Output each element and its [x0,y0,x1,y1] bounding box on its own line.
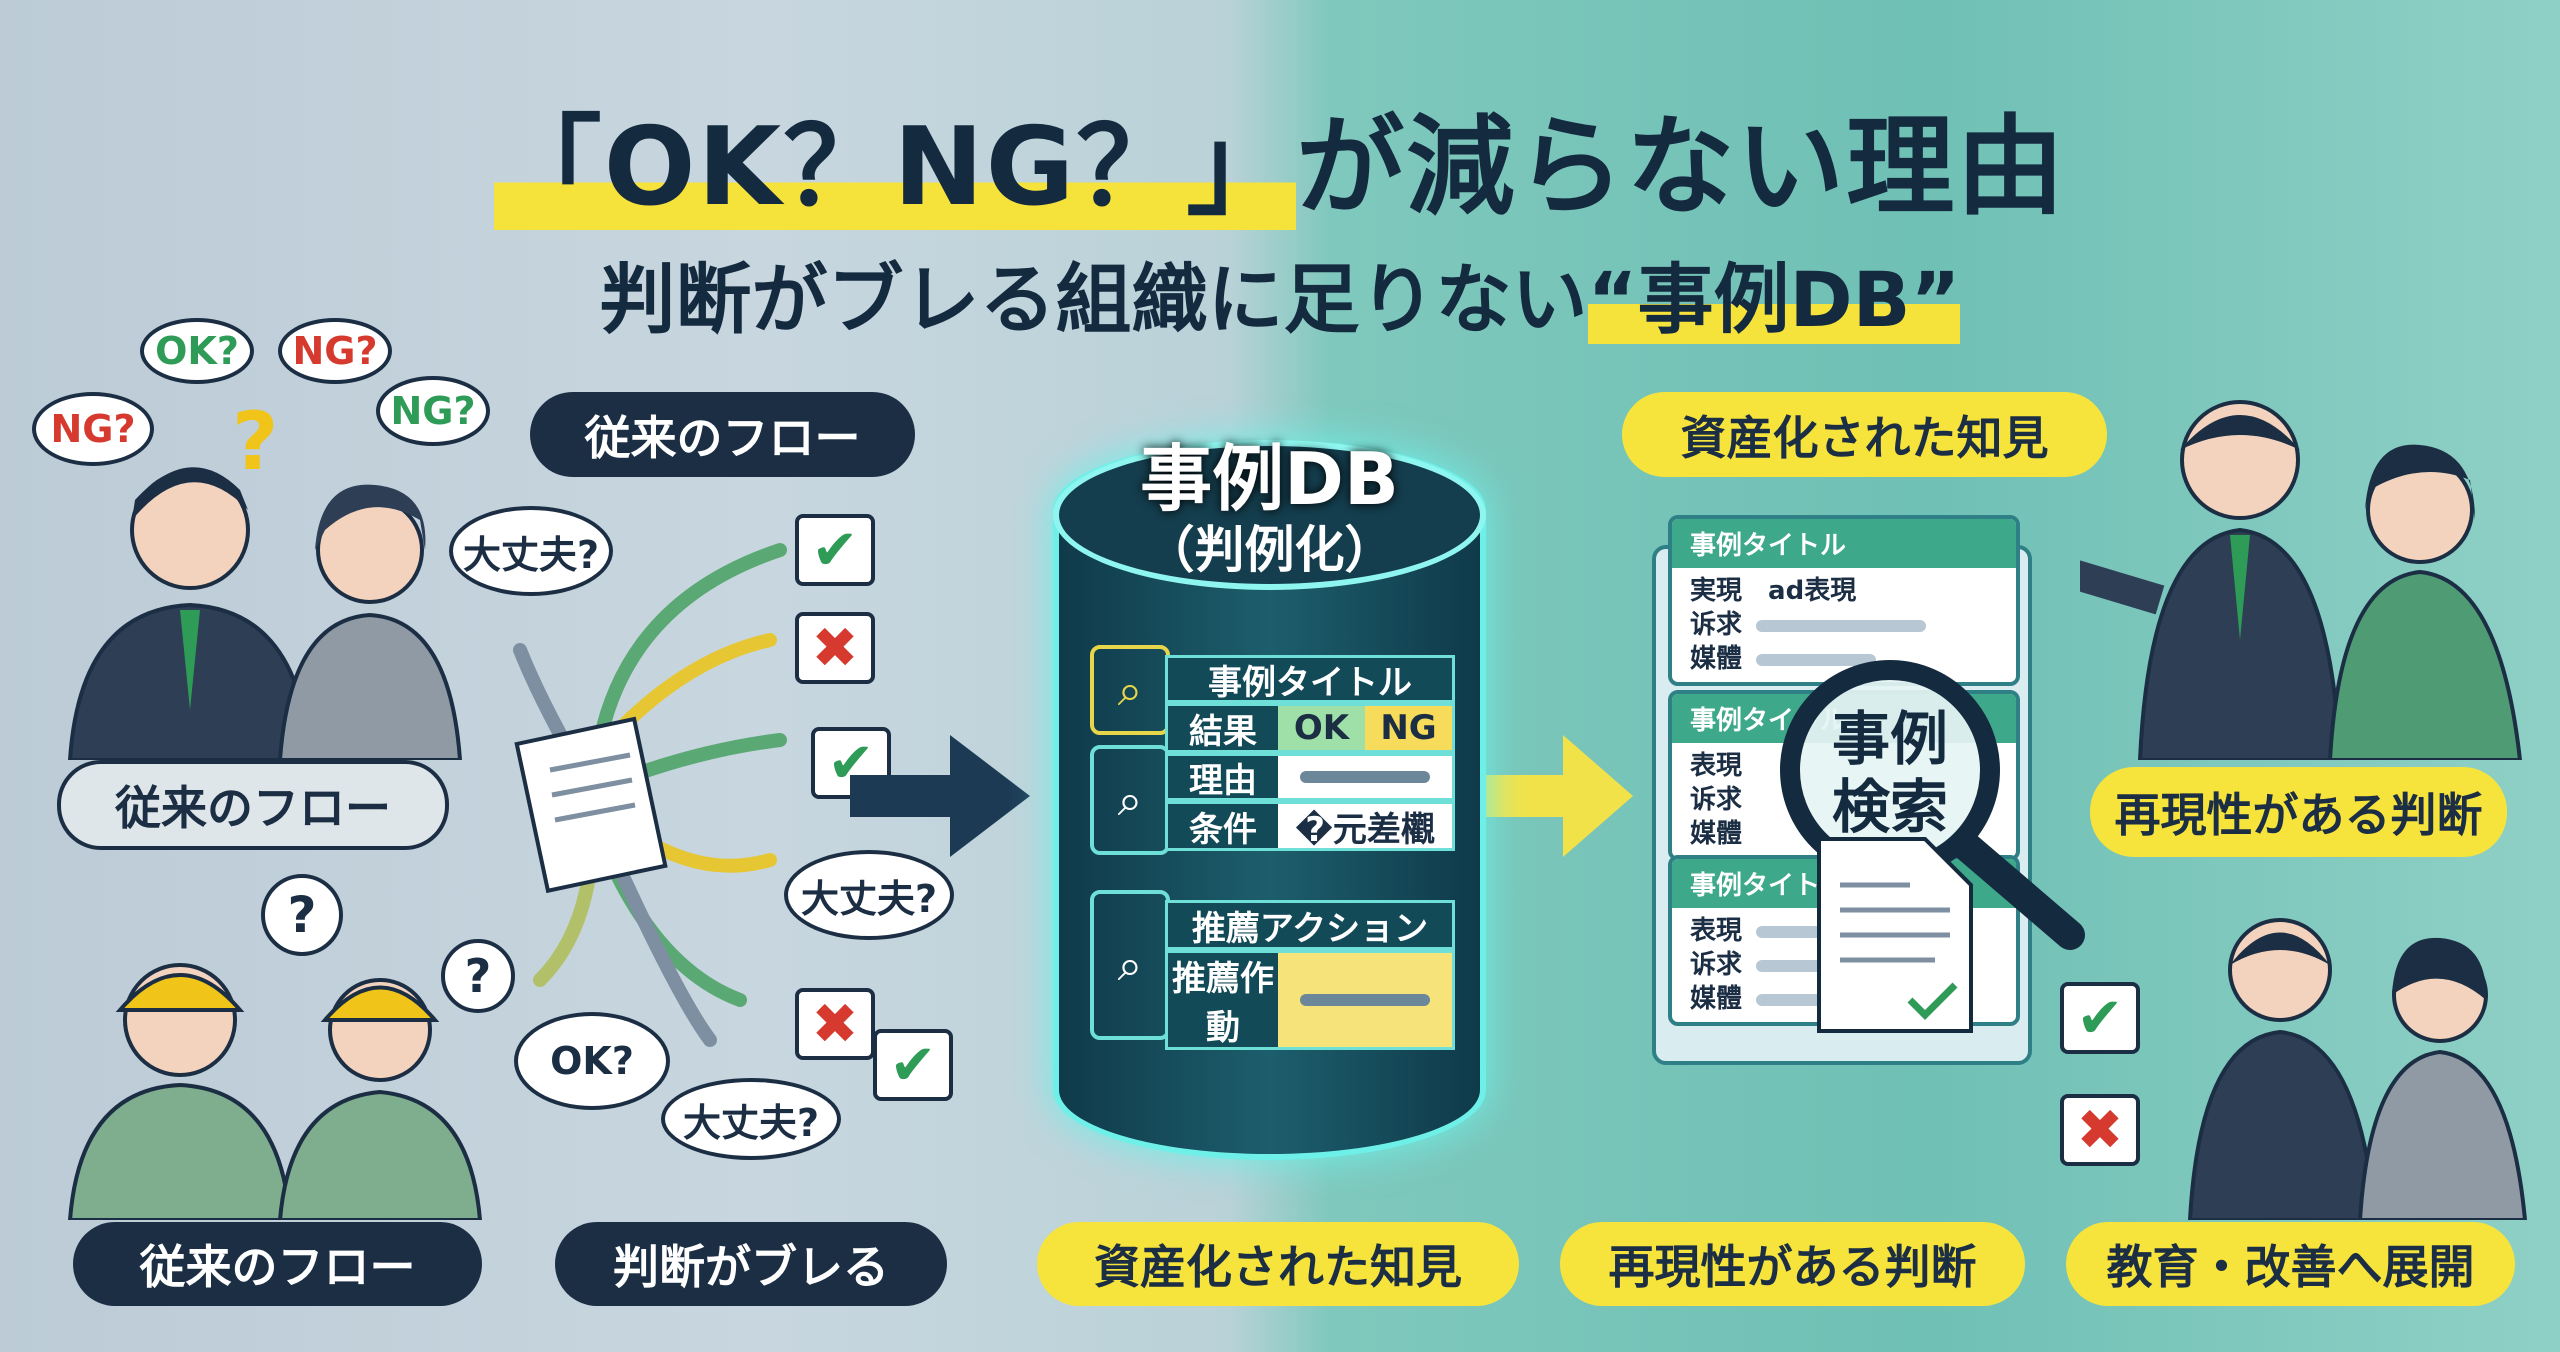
db-action-title: 推薦アクション [1165,900,1455,950]
arrow-right-icon [850,735,1030,857]
check-box-icon: ✔ [795,514,875,586]
speech-bubble-ng: NG? [376,376,490,446]
speech-bubble-ok: OK? [140,318,254,384]
db-case-title: 事例タイトル [1165,655,1455,703]
pill-education-improvement: 教育・改善へ展開 [2066,1222,2515,1306]
business-people-illustration [2187,918,2528,1220]
question-bubble: ? [261,874,343,956]
ok-badge: OK [1278,706,1365,750]
scattered-arrows-illustration [513,543,787,1047]
speech-bubble-ng: NG? [278,318,392,384]
document-icon [1817,837,1973,1033]
pill-traditional-flow: 従来のフロー [73,1222,482,1306]
pill-traditional-flow: 従来のフロー [57,760,449,850]
ng-badge: NG [1365,706,1452,750]
db-row-action: 推薦作動 [1165,950,1455,1050]
confused-office-workers-illustration [67,467,463,760]
database-top [1053,440,1486,590]
pill-assetized-knowledge: 資産化された知見 [1622,392,2107,477]
db-title: 事例DB [1140,437,1399,521]
db-row-reason: 理由 [1165,753,1455,801]
presenting-business-people-illustration [2080,400,2523,760]
pill-reproducible-judgment: 再現性がある判断 [1560,1222,2025,1306]
question-bubble: ? [441,939,515,1013]
x-box-icon: ✖ [795,988,875,1060]
speech-bubble-ng: NG? [32,392,154,466]
db-row-condition: 条件�元差欟 [1165,801,1455,851]
question-mark: ? [232,395,279,488]
search-icon[interactable]: ⌕ [1090,645,1170,735]
speech-bubble-daijoubu: 大丈夫? [449,506,613,596]
arrow-right-icon [1478,735,1633,857]
speech-bubble-daijoubu: 大丈夫? [661,1078,841,1160]
confused-workers-helmet-illustration [67,963,483,1220]
pill-traditional-flow: 従来のフロー [530,392,915,477]
search-icon[interactable]: ⌕ [1090,745,1170,855]
case-search-label: 事例検索 [1831,705,1948,841]
check-box-icon: ✔ [873,1029,953,1101]
search-icon[interactable]: ⌕ [1090,890,1170,1040]
case-card: 事例タイトル実現 ad表現诉求媒體 [1668,515,2020,686]
subtitle: 判断がブレる組織に足りない“事例DB” [599,255,1961,344]
check-box-icon: ✔ [2060,982,2140,1054]
speech-bubble-daijoubu: 大丈夫? [784,850,954,940]
db-subtitle: （判例化） [1144,521,1395,579]
x-box-icon: ✖ [795,612,875,684]
speech-bubble-ok: OK? [514,1012,670,1110]
pill-reproducible-judgment: 再現性がある判断 [2090,767,2507,857]
pill-assetized-knowledge: 資産化された知見 [1037,1222,1519,1306]
pill-inconsistent-judgment: 判断がブレる [555,1222,947,1306]
x-box-icon: ✖ [2060,1094,2140,1166]
main-title: 「OK？NG？」が減らない理由 [493,105,2067,230]
